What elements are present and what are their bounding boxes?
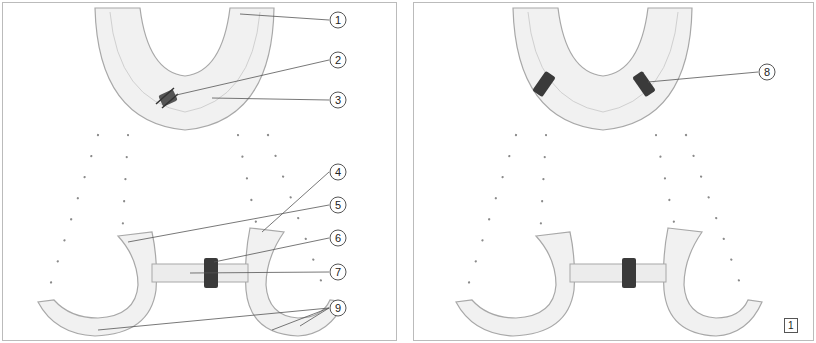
callout-number: 5 (329, 198, 347, 212)
panel-frame (414, 3, 814, 341)
strap-buckle (622, 258, 636, 288)
callout-circle (759, 64, 775, 80)
callout-number: 8 (758, 65, 776, 79)
callout-circle (330, 300, 346, 316)
shoulder-buckle (532, 71, 556, 98)
callout-number: 7 (329, 265, 347, 279)
harness-right (456, 8, 762, 336)
callout-number: 4 (329, 165, 347, 179)
leader-lines (98, 14, 758, 330)
callout-circle (330, 12, 346, 28)
callout-number: 9 (329, 301, 347, 315)
chest-buckle (156, 88, 178, 108)
callout-circle (330, 264, 346, 280)
callout-circle (330, 230, 346, 246)
callout-circle (330, 197, 346, 213)
callout-number: 1 (329, 13, 347, 27)
callout-number: 2 (329, 53, 347, 67)
callout-circle (330, 52, 346, 68)
callout-number: 6 (329, 231, 347, 245)
figure-number: 1 (788, 320, 794, 331)
panel-frame (3, 3, 397, 341)
harness-left (38, 8, 344, 336)
figure-number-box: 1 (784, 318, 798, 333)
callout-circle (330, 92, 346, 108)
callout-circle (330, 164, 346, 180)
callout-number: 3 (329, 93, 347, 107)
shoulder-buckle (632, 71, 656, 98)
